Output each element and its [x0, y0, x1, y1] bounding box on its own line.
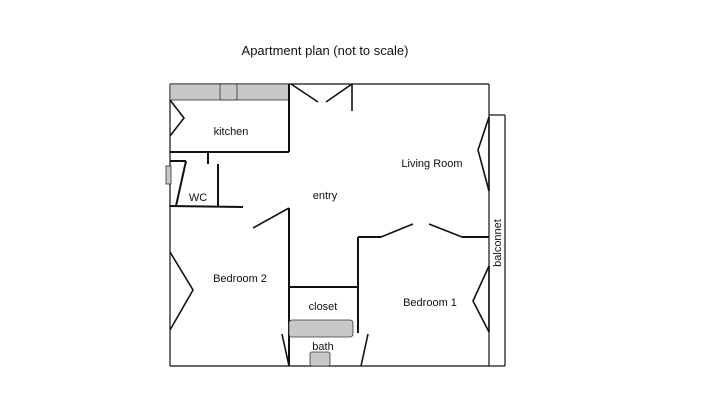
- bath-sink: [309, 351, 331, 367]
- kitchen-walls: [170, 84, 290, 153]
- closet-walls: [289, 237, 359, 333]
- room-label-balconnet: balconnet: [492, 219, 504, 267]
- bedroom-2-window: [169, 251, 194, 331]
- room-label-bedroom-1: Bedroom 1: [403, 297, 457, 309]
- room-label-wc: WC: [189, 192, 207, 204]
- room-label-bedroom-2: Bedroom 2: [213, 273, 267, 285]
- wc-walls: [169, 152, 244, 208]
- wc-toilet: [165, 165, 172, 185]
- living-room-window: [477, 116, 490, 192]
- bath-tub: [288, 319, 354, 338]
- room-label-entry: entry: [313, 190, 338, 202]
- bath-door-right: [360, 333, 369, 367]
- plan-title: Apartment plan (not to scale): [242, 43, 409, 58]
- front-door: [290, 83, 319, 103]
- room-label-bath: bath: [312, 341, 333, 353]
- kitchen-sink: [219, 83, 238, 101]
- balcony: [489, 114, 506, 367]
- bedroom-2-door: [252, 207, 290, 229]
- living-bedroom-divider: [358, 223, 489, 238]
- room-label-kitchen: kitchen: [214, 126, 249, 138]
- room-label-living-room: Living Room: [401, 158, 462, 170]
- front-door-leaf: [325, 83, 353, 103]
- kitchen-window: [169, 99, 186, 137]
- bedroom-1-window: [472, 265, 490, 333]
- room-label-closet: closet: [309, 301, 338, 313]
- bath-door-left: [281, 333, 290, 367]
